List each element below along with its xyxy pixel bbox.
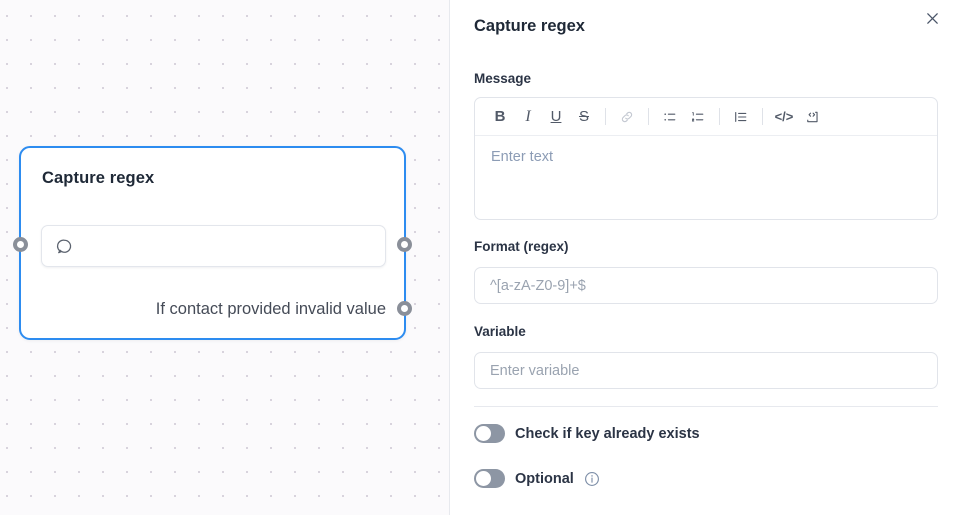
numbered-list-icon[interactable] xyxy=(684,103,712,131)
underline-button[interactable]: U xyxy=(542,103,570,131)
node-input-handle[interactable] xyxy=(13,237,28,252)
optional-row: Optional xyxy=(474,469,600,488)
panel-title: Capture regex xyxy=(474,17,585,35)
variable-label: Variable xyxy=(474,324,526,339)
inline-code-button[interactable]: </> xyxy=(770,103,798,131)
check-key-exists-label: Check if key already exists xyxy=(515,425,700,442)
node-output-handle-main[interactable] xyxy=(397,237,412,252)
speech-bubble-icon xyxy=(56,238,73,255)
message-editor[interactable]: B I U S xyxy=(474,97,938,220)
italic-button[interactable]: I xyxy=(514,103,542,131)
format-label: Format (regex) xyxy=(474,239,569,254)
format-regex-input[interactable] xyxy=(474,267,938,304)
message-label: Message xyxy=(474,71,532,86)
optional-label: Optional xyxy=(515,470,574,487)
message-editor-placeholder[interactable]: Enter text xyxy=(491,149,554,165)
check-key-exists-toggle[interactable] xyxy=(474,424,505,443)
code-block-icon[interactable] xyxy=(798,103,826,131)
flow-node-capture-regex[interactable]: Capture regex If contact provided invali… xyxy=(19,146,406,340)
indent-icon[interactable] xyxy=(727,103,755,131)
toggle-knob xyxy=(476,471,491,486)
editor-toolbar: B I U S xyxy=(475,98,937,136)
node-output-handle-invalid[interactable] xyxy=(397,301,412,316)
section-divider xyxy=(474,406,938,407)
properties-panel: Capture regex Message B I U S xyxy=(450,0,956,515)
toolbar-separator xyxy=(762,108,763,125)
node-message-input[interactable] xyxy=(41,225,386,267)
strikethrough-button[interactable]: S xyxy=(570,103,598,131)
check-key-exists-row: Check if key already exists xyxy=(474,424,700,443)
node-title: Capture regex xyxy=(42,169,155,187)
link-icon[interactable] xyxy=(613,103,641,131)
toolbar-separator xyxy=(719,108,720,125)
toolbar-separator xyxy=(648,108,649,125)
toggle-knob xyxy=(476,426,491,441)
flow-canvas[interactable]: Capture regex If contact provided invali… xyxy=(0,0,450,515)
toolbar-separator xyxy=(605,108,606,125)
bullet-list-icon[interactable] xyxy=(656,103,684,131)
node-branch-label: If contact provided invalid value xyxy=(155,300,386,318)
close-icon[interactable] xyxy=(919,5,945,31)
info-icon[interactable] xyxy=(584,471,600,487)
optional-toggle[interactable] xyxy=(474,469,505,488)
bold-button[interactable]: B xyxy=(486,103,514,131)
variable-input[interactable] xyxy=(474,352,938,389)
